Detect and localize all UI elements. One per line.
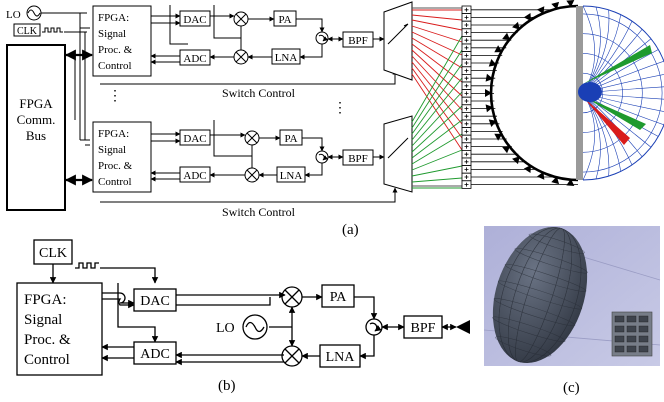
- comm-bus-label-2: Comm.: [17, 112, 56, 127]
- antenna-element: [536, 171, 545, 180]
- vdots-right: ⋮: [333, 101, 347, 116]
- beam-green-upper: [583, 45, 652, 84]
- antenna-element: [485, 89, 492, 97]
- fpga-box-b: [16, 282, 103, 376]
- fpga-comm-bus-box: [6, 44, 66, 211]
- switch-control-line-upper: [100, 69, 398, 85]
- antenna-elements: [485, 0, 575, 187]
- clock-waveform-icon-b: [75, 262, 99, 269]
- dac-label: DAC: [140, 294, 170, 309]
- pattern-center: [578, 82, 602, 102]
- antenna-element: [551, 1, 560, 10]
- comm-bus-label-1: FPGA: [19, 96, 53, 111]
- fpga-label-1: FPGA:: [24, 292, 67, 308]
- antenna-element: [485, 73, 494, 82]
- bpf-label: BPF: [411, 321, 436, 336]
- clock-waveform-icon: [42, 27, 63, 33]
- fpga-label-4: Control: [98, 60, 132, 72]
- clk-label-a: CLK: [17, 26, 38, 37]
- clk-label-b: CLK: [39, 246, 67, 261]
- lna-label: LNA: [280, 170, 303, 182]
- adc-label: ADC: [183, 53, 206, 65]
- dac-box-upper: [179, 10, 211, 27]
- pa-label: PA: [284, 133, 297, 145]
- adc-label: ADC: [140, 347, 170, 362]
- sine-wave-icon: [27, 9, 41, 17]
- comm-bus-label-3: Bus: [26, 128, 46, 143]
- fpga-label-2: Signal: [98, 28, 126, 40]
- radiation-pattern: [578, 5, 664, 181]
- antenna-element: [566, 0, 575, 8]
- fpga-label-4: Control: [24, 352, 70, 368]
- lna-label: LNA: [326, 350, 356, 365]
- antenna-element: [523, 164, 531, 174]
- antenna-array-render: [611, 311, 653, 357]
- switch-networks: [383, 1, 413, 193]
- antenna-element: [485, 104, 494, 113]
- fpga-label-3: Proc. &: [24, 332, 71, 348]
- antenna-element: [488, 119, 497, 127]
- fpga-label-3: Proc. &: [98, 44, 133, 56]
- antenna-element: [494, 133, 503, 141]
- pa-label: PA: [278, 14, 291, 26]
- antenna-element: [502, 145, 511, 154]
- fpga-label-1: FPGA:: [98, 12, 129, 24]
- antenna-element: [566, 178, 575, 187]
- bpf-label: BPF: [348, 35, 368, 47]
- dac-label: DAC: [183, 133, 206, 145]
- antenna-element: [512, 156, 520, 165]
- fpga-label-2: Signal: [24, 312, 62, 328]
- switch-network-lower: [383, 115, 413, 193]
- fpga-label-2: Signal: [98, 144, 126, 156]
- antenna-element: [536, 6, 545, 15]
- dac-box-lower: [179, 129, 211, 146]
- switch-network-upper: [383, 1, 413, 81]
- antenna-element: [512, 21, 520, 30]
- panel-c: [483, 226, 661, 366]
- dac-label: DAC: [183, 14, 206, 26]
- lna-label: LNA: [275, 52, 298, 64]
- fpga-box-upper: [92, 5, 152, 77]
- switch-control-label-lower: Switch Control: [222, 205, 296, 219]
- lo-label-b: LO: [216, 321, 235, 336]
- antenna-element-icon-b: [456, 320, 470, 334]
- caption-a: (a): [342, 222, 359, 238]
- antenna-element: [551, 176, 560, 185]
- pa-label: PA: [330, 290, 348, 305]
- feed-connections: [411, 7, 463, 189]
- circulator-icon-b: [365, 318, 383, 336]
- lo-oscillator-icon-b: [242, 314, 268, 340]
- circulator-icon-lower: [315, 150, 329, 164]
- beam-green-lower: [583, 96, 646, 130]
- feed-lines: [471, 9, 578, 185]
- antenna-element: [523, 12, 531, 22]
- panel-b: CLK FPGA: Signal Proc. & Control DAC ADC…: [16, 239, 470, 376]
- switch-control-label-upper: Switch Control: [222, 86, 296, 100]
- fpga-box-lower: [92, 121, 152, 193]
- vdots-left: ⋮: [108, 89, 122, 104]
- fpga-label-4: Control: [98, 176, 132, 188]
- sine-wave-icon-b: [245, 321, 265, 333]
- fpga-label-3: Proc. &: [98, 160, 133, 172]
- panel-a: LO CLK FPGA Comm. Bus: [6, 5, 94, 211]
- chain-lower: FPGA: Signal Proc. & Control DAC ADC PA …: [92, 120, 385, 193]
- feed-array: [461, 5, 472, 189]
- chain-upper: FPGA: Signal Proc. & Control DAC ADC PA …: [92, 5, 385, 77]
- lo-label-a: LO: [6, 9, 21, 21]
- caption-c: (c): [563, 380, 580, 396]
- antenna-element: [494, 45, 503, 53]
- adc-label: ADC: [183, 170, 206, 182]
- switch-control-line-lower: [100, 187, 398, 203]
- beam-red: [583, 97, 630, 145]
- fpga-label-1: FPGA:: [98, 128, 129, 140]
- antenna-element: [488, 59, 497, 67]
- clk-box-a: [13, 23, 41, 37]
- circulator-icon-upper: [315, 31, 329, 45]
- lens-array: [485, 0, 583, 187]
- bpf-label: BPF: [348, 153, 368, 165]
- antenna-element: [502, 32, 511, 41]
- caption-b: (b): [218, 378, 236, 394]
